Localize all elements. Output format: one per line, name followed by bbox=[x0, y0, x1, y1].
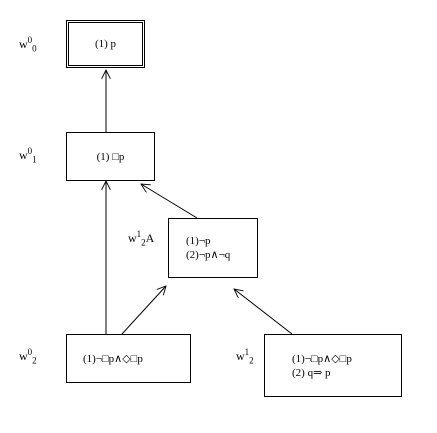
world-w20-line-1: (1)¬□p∧◇□p bbox=[83, 352, 143, 365]
world-w21-line-2: (2) q⇒ p bbox=[292, 366, 331, 379]
world-w00-line-1: (1) p bbox=[94, 38, 117, 50]
world-label-w20: w02 bbox=[19, 347, 37, 366]
world-label-w10: w01 bbox=[19, 146, 37, 165]
world-box-w10: (1) □p bbox=[66, 132, 155, 181]
world-box-w20: (1)¬□p∧◇□p bbox=[66, 334, 191, 383]
world-box-w21A: (1)¬p (2)¬p∧¬q bbox=[168, 218, 258, 278]
world-w10-line-1: (1) □p bbox=[96, 150, 125, 163]
arrow-w20-to-w21A bbox=[121, 286, 166, 335]
world-w21-line-1: (1)¬□p∧◇□p bbox=[292, 352, 352, 365]
arrow-w21A-to-w10 bbox=[141, 184, 198, 219]
world-w21A-line-2: (2)¬p∧¬q bbox=[186, 249, 231, 261]
world-label-w21A: w12A bbox=[128, 229, 155, 248]
arrow-w21-to-w21A bbox=[234, 289, 293, 335]
world-w21A-line-1: (1)¬p bbox=[186, 235, 211, 247]
world-box-w21: (1)¬□p∧◇□p (2) q⇒ p bbox=[264, 334, 402, 397]
world-box-w00: (1) p bbox=[66, 20, 145, 68]
world-label-w00: w00 bbox=[19, 35, 37, 54]
world-label-w21: w12 bbox=[236, 347, 254, 366]
